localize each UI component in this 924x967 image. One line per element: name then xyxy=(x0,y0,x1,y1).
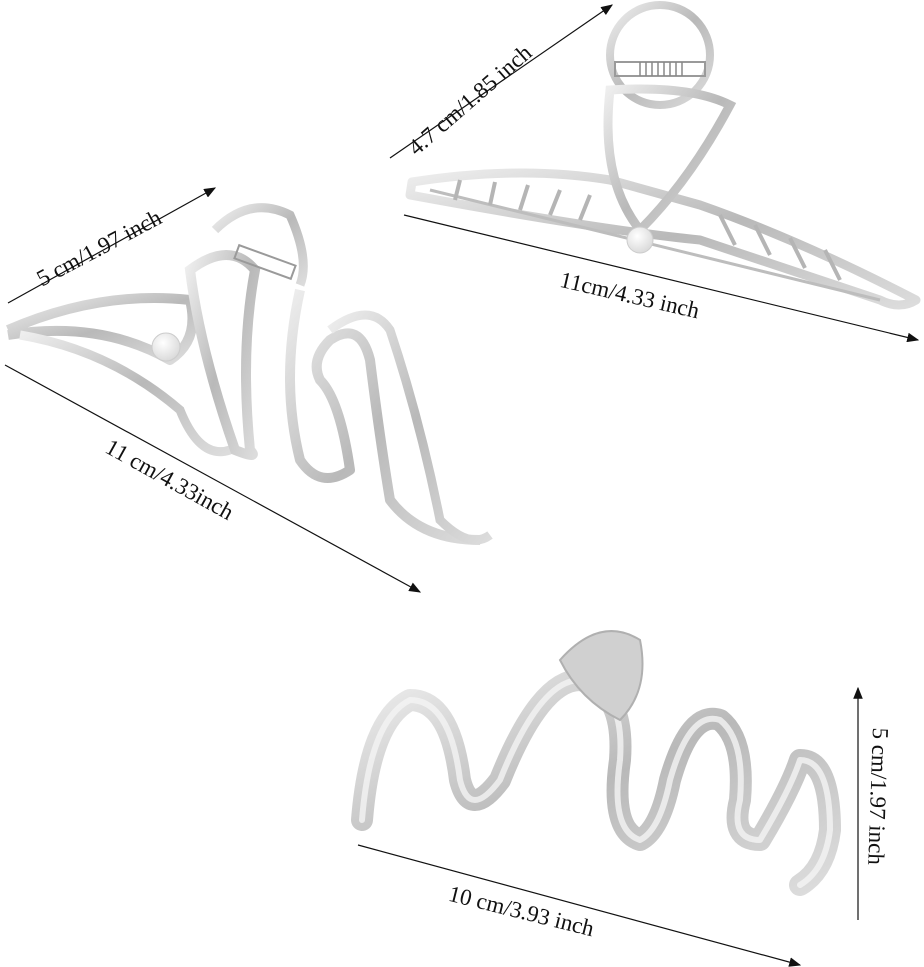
width-arrow-middle-left xyxy=(4,364,422,593)
width-arrow-bottom-right xyxy=(357,844,802,967)
clip-top-right xyxy=(389,1,921,343)
clip-bottom-right xyxy=(351,630,863,967)
width-arrow-top-right xyxy=(403,214,920,343)
pearl-icon xyxy=(151,332,181,362)
clip-middle-left xyxy=(4,187,493,593)
height-arrow-top-right xyxy=(389,4,613,159)
pearl-icon xyxy=(626,226,654,254)
height-label-bottom-right: 5 cm/1.97 inch xyxy=(863,727,893,866)
height-arrow-middle-left xyxy=(7,187,217,304)
